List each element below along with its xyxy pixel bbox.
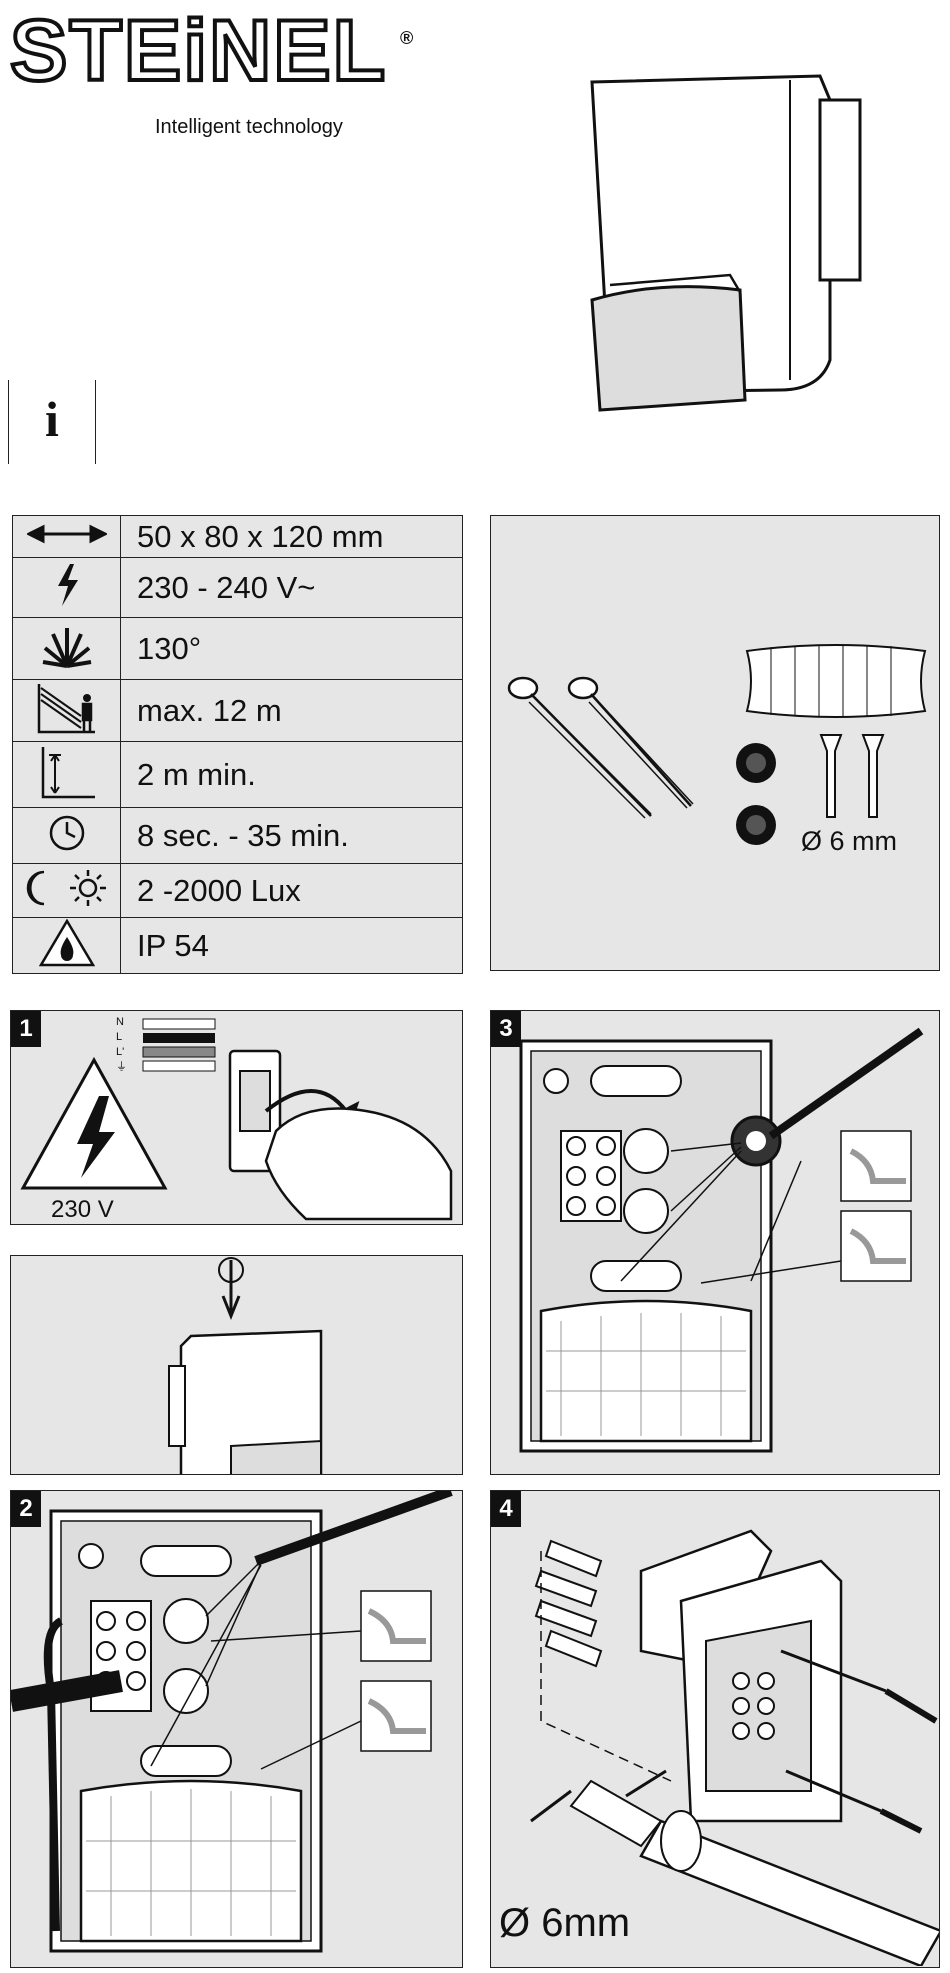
info-icon: i	[9, 390, 95, 448]
wire-label-list: N L L' ⏚	[116, 1015, 127, 1075]
lightning-bolt-icon	[52, 562, 82, 608]
spec-row-time: 8 sec. - 35 min.	[13, 808, 463, 864]
spec-height: 2 m min.	[121, 742, 463, 808]
step4-drill-label: Ø 6mm	[499, 1901, 630, 1946]
wire-label-l: L	[116, 1030, 127, 1045]
spec-row-ip: IP 54	[13, 918, 463, 974]
wire-label-earth: ⏚	[116, 1060, 127, 1075]
step1-voltage-label: 230 V	[51, 1196, 114, 1224]
detection-angle-icon	[39, 624, 95, 668]
water-drop-icon	[39, 919, 95, 967]
spec-dimensions: 50 x 80 x 120 mm	[121, 516, 463, 558]
spec-row-dimensions: 50 x 80 x 120 mm	[13, 516, 463, 558]
spec-voltage: 230 - 240 V~	[121, 558, 463, 618]
switch-off-hand-illustration	[226, 1031, 456, 1221]
product-sensor-illustration	[580, 70, 870, 420]
spec-ip: IP 54	[121, 918, 463, 974]
cover-screw-illustration	[151, 1256, 351, 1475]
wire-label-l-prime: L'	[116, 1045, 127, 1060]
spec-range: max. 12 m	[121, 680, 463, 742]
drill-size-label: Ø 6 mm	[801, 826, 897, 857]
high-voltage-warning-icon	[19, 1056, 169, 1196]
brand-tagline: Intelligent technology	[155, 116, 343, 139]
seal-strip-illustration	[741, 641, 931, 721]
moon-sun-icon	[22, 868, 112, 908]
wire-color-legend	[141, 1017, 221, 1077]
specifications-table: 50 x 80 x 120 mm 230 - 240 V~ 130° max. …	[12, 515, 463, 974]
step4-mounting-illustration	[491, 1491, 940, 1966]
detection-range-icon	[37, 682, 97, 734]
mounting-height-icon	[37, 745, 97, 799]
registered-mark: ®	[400, 28, 413, 49]
info-symbol-box: i	[8, 380, 96, 464]
spec-row-range: max. 12 m	[13, 680, 463, 742]
spec-time: 8 sec. - 35 min.	[121, 808, 463, 864]
wall-plugs-illustration	[811, 731, 901, 821]
spec-row-lux: 2 -2000 Lux	[13, 864, 463, 918]
step3-panel: 3	[490, 1010, 940, 1475]
step2-panel: 2	[10, 1490, 463, 1968]
spec-lux: 2 -2000 Lux	[121, 864, 463, 918]
spec-row-angle: 130°	[13, 618, 463, 680]
parts-panel: Ø 6 mm	[490, 515, 940, 971]
clock-icon	[47, 813, 87, 853]
step2-wiring-illustration	[11, 1491, 461, 1966]
cover-removal-panel	[10, 1255, 463, 1475]
step3-terminal-illustration	[501, 1021, 931, 1466]
dimensions-arrow-icon	[27, 524, 107, 544]
step1-panel: 1 230 V N L L' ⏚	[10, 1010, 463, 1225]
step4-panel: 4 Ø 6mm	[490, 1490, 940, 1968]
spec-angle: 130°	[121, 618, 463, 680]
spec-row-voltage: 230 - 240 V~	[13, 558, 463, 618]
grommets-illustration	[731, 741, 781, 851]
spec-row-height: 2 m min.	[13, 742, 463, 808]
screws-illustration	[501, 666, 701, 826]
wire-label-n: N	[116, 1015, 127, 1030]
step1-badge: 1	[11, 1011, 41, 1047]
brand-logo: STEiNEL	[10, 8, 387, 94]
